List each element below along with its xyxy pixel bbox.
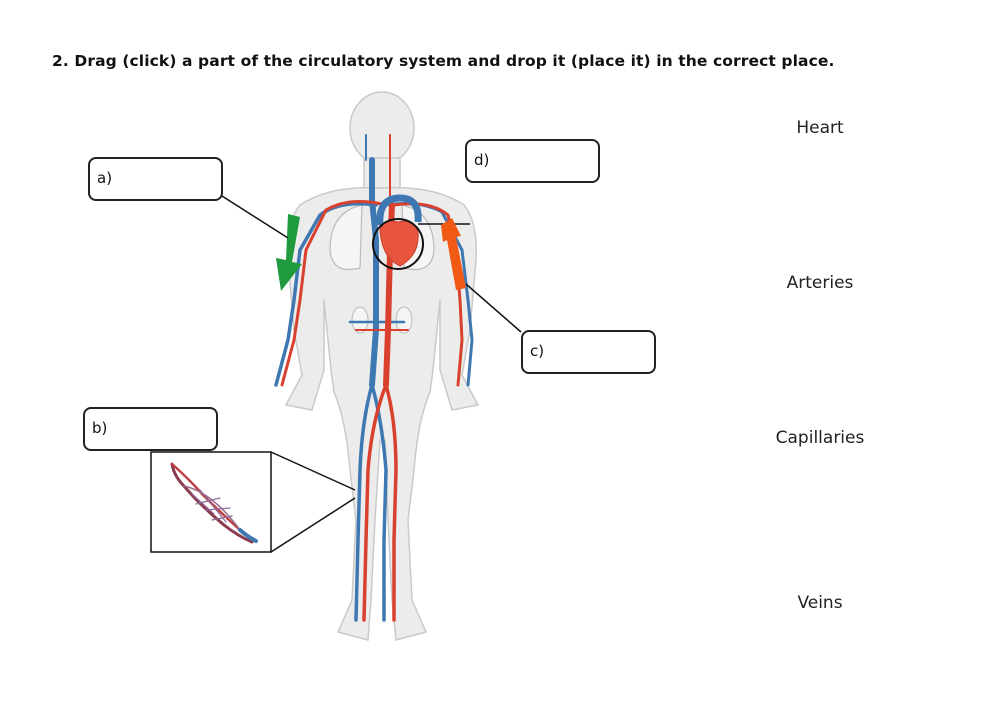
leader-line-b-bottom [270, 497, 356, 553]
answer-heart[interactable]: Heart [796, 118, 844, 138]
drop-zone-b[interactable]: b) [83, 407, 218, 451]
leader-line-b-top [270, 451, 356, 491]
drop-zone-d[interactable]: d) [465, 139, 600, 183]
answer-capillaries[interactable]: Capillaries [775, 428, 865, 448]
drop-zone-a[interactable]: a) [88, 157, 223, 201]
capillary-bed [170, 462, 258, 544]
drop-zone-c-label: c) [530, 342, 545, 360]
drop-zone-c[interactable]: c) [521, 330, 656, 374]
heart-highlight-circle [372, 218, 424, 270]
orange-arrow [441, 218, 466, 290]
green-arrow [276, 214, 302, 291]
drop-zone-d-label: d) [474, 151, 490, 169]
leader-line-a [221, 195, 289, 239]
heart [379, 220, 419, 267]
answer-veins[interactable]: Veins [797, 593, 843, 613]
drop-zone-b-label: b) [92, 419, 108, 437]
drop-zone-a-label: a) [97, 169, 113, 187]
leader-line-c [465, 283, 522, 333]
body-silhouette [284, 91, 480, 641]
answer-arteries[interactable]: Arteries [786, 273, 854, 293]
instruction: 2. Drag (click) a part of the circulator… [52, 52, 835, 70]
kidneys [351, 306, 413, 334]
aortic-arch [376, 194, 422, 226]
